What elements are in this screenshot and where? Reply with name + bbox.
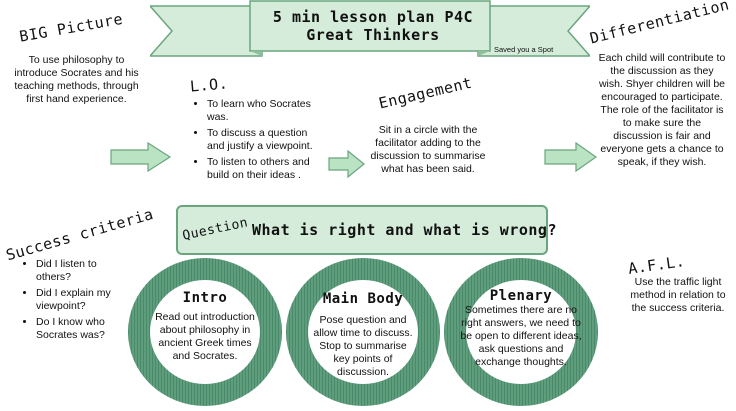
- success-criteria-list: Did I listen to others? Did I explain my…: [22, 258, 114, 345]
- afl-heading: A.F.L.: [627, 252, 687, 278]
- success-item: Do I know who Socrates was?: [36, 316, 114, 342]
- plenary-circle: [466, 280, 576, 384]
- success-item: Did I listen to others?: [36, 258, 114, 284]
- title-line-1: 5 min lesson plan P4C: [272, 8, 474, 26]
- saved-note: Saved you a Spot: [494, 45, 554, 54]
- engagement-heading: Engagement: [377, 73, 474, 113]
- arrow-right-icon: [328, 150, 365, 178]
- title-line-2: Great Thinkers: [306, 26, 440, 44]
- differentiation-text: Each child will contribute to the discus…: [598, 52, 726, 168]
- intro-text: Read out introduction about philosophy i…: [155, 311, 255, 362]
- intro-circle: [150, 280, 260, 384]
- question-text: What is right and what is wrong?: [252, 221, 557, 239]
- lo-item: To learn who Socrates was.: [207, 98, 318, 124]
- plenary-text: Sometimes there are no right answers, we…: [460, 304, 582, 368]
- big-picture-heading: BIG Picture: [18, 9, 125, 46]
- title-banner: [150, 0, 590, 57]
- engagement-text: Sit in a circle with the facilitator add…: [370, 124, 486, 175]
- plenary-heading: Plenary: [489, 288, 553, 304]
- main-body-text: Pose question and allow time to discuss.…: [313, 314, 413, 378]
- main-body-circle: [308, 280, 418, 384]
- intro-heading: Intro: [182, 290, 228, 306]
- page-title: 5 min lesson plan P4C Great Thinkers: [258, 8, 488, 44]
- differentiation-heading: Differentiation: [588, 0, 732, 48]
- arrow-right-icon: [110, 142, 172, 172]
- success-criteria-heading: Success criteria: [4, 204, 156, 265]
- lo-item: To listen to others and build on their i…: [207, 156, 318, 182]
- big-picture-text: To use philosophy to introduce Socrates …: [14, 54, 139, 105]
- question-box: [176, 205, 548, 255]
- lo-list: To learn who Socrates was. To discuss a …: [193, 98, 318, 185]
- main-body-heading: Main Body: [322, 291, 404, 307]
- success-item: Did I explain my viewpoint?: [36, 287, 114, 313]
- arrow-right-icon: [544, 142, 598, 172]
- lo-item: To discuss a question and justify a view…: [207, 127, 318, 153]
- lo-heading: L.O.: [189, 74, 229, 96]
- afl-text: Use the traffic light method in relation…: [630, 276, 726, 314]
